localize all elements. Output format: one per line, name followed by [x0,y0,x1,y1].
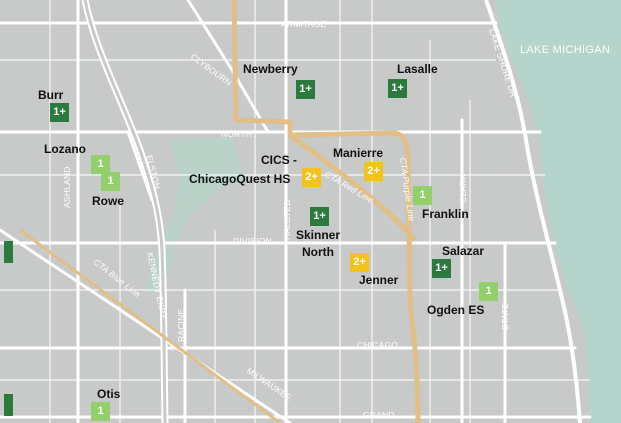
lake-michigan-label: LAKE MICHIGAN [520,44,610,56]
school-rating-skinner[interactable]: 1+ [310,207,329,226]
street-chicago: CHICAGO [357,340,398,350]
school-name-ogden: Ogden ES [427,303,485,317]
school-rating-jenner[interactable]: 2+ [350,253,369,272]
school-rating-burr[interactable]: 1+ [50,103,69,122]
blue-line-track [19,228,281,423]
school-rating-rowe[interactable]: 1 [101,172,120,191]
school-name-skinner-line2: North [302,245,334,259]
school-rating-ogden[interactable]: 1 [479,282,498,301]
lake-shore-drive [484,0,582,423]
street-clark: CLARK [458,174,468,203]
transit-lines [19,0,421,423]
school-name-otis: Otis [97,387,121,401]
school-rating-newberry[interactable]: 1+ [296,80,315,99]
school-name-cics-line1: CICS - [261,153,297,167]
street-halsted: HALSTED [282,199,292,240]
street-armitage: ARMITAGE [281,19,326,29]
school-rating-salazar[interactable]: 1+ [432,259,451,278]
street-racine: RACINE [176,309,186,342]
school-rating-cics[interactable]: 2+ [302,168,321,187]
school-rating-franklin[interactable]: 1 [413,186,432,205]
school-name-manierre: Manierre [333,146,384,160]
school-name-cics-line2: ChicagoQuest HS [189,172,291,186]
school-name-lozano: Lozano [44,142,86,156]
school-rating-manierre[interactable]: 2+ [364,162,383,181]
school-name-lasalle: Lasalle [397,62,438,76]
park-area [145,138,245,295]
street-state: STATE [500,303,510,330]
school-rating-lozano[interactable]: 1 [91,155,110,174]
major-streets [0,0,592,423]
school-name-salazar: Salazar [442,244,485,258]
street-ashland: ASHLAND [62,166,72,208]
street-north: NORTH [221,129,252,139]
school-name-skinner-line1: Skinner [296,228,341,242]
edge-school-marker[interactable] [4,241,13,263]
street-division: DIVISION [233,236,272,246]
school-name-newberry: Newberry [243,62,298,76]
school-name-burr: Burr [38,88,64,102]
lake-michigan [496,0,621,423]
school-rating-otis[interactable]: 1 [91,402,110,421]
kennedy-expressway [81,0,169,423]
school-name-rowe: Rowe [92,194,125,208]
edge-school-marker[interactable] [4,394,13,416]
school-name-franklin: Franklin [422,207,469,221]
school-rating-lasalle[interactable]: 1+ [388,79,407,98]
school-name-jenner: Jenner [359,273,399,287]
purple-line-track [289,130,421,423]
street-grand: GRAND [363,410,395,420]
